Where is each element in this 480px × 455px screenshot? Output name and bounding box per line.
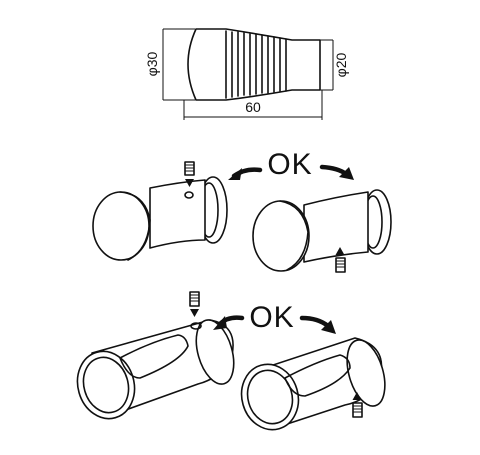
cylinder-holder-right [240, 337, 386, 431]
dim-left-diameter: φ30 [144, 51, 160, 76]
set-screw-icon [335, 247, 346, 273]
dim-length: 60 [245, 99, 261, 115]
ok-indicator-bottom: OK [213, 301, 336, 334]
set-screw-icon [184, 161, 195, 187]
ok-indicator-top: OK [228, 148, 354, 181]
grip-ribs [225, 30, 287, 99]
tapered-holder-right [252, 189, 392, 273]
set-screw-icon [189, 291, 200, 317]
cylinder-holder-left [76, 291, 235, 420]
ok-label-bottom: OK [249, 301, 294, 334]
profile-drawing: φ30 φ20 60 [144, 28, 349, 120]
ok-label-top: OK [267, 148, 312, 181]
tapered-holder-left [92, 161, 228, 261]
set-screw-icon [352, 392, 363, 418]
dim-right-diameter: φ20 [333, 52, 349, 77]
